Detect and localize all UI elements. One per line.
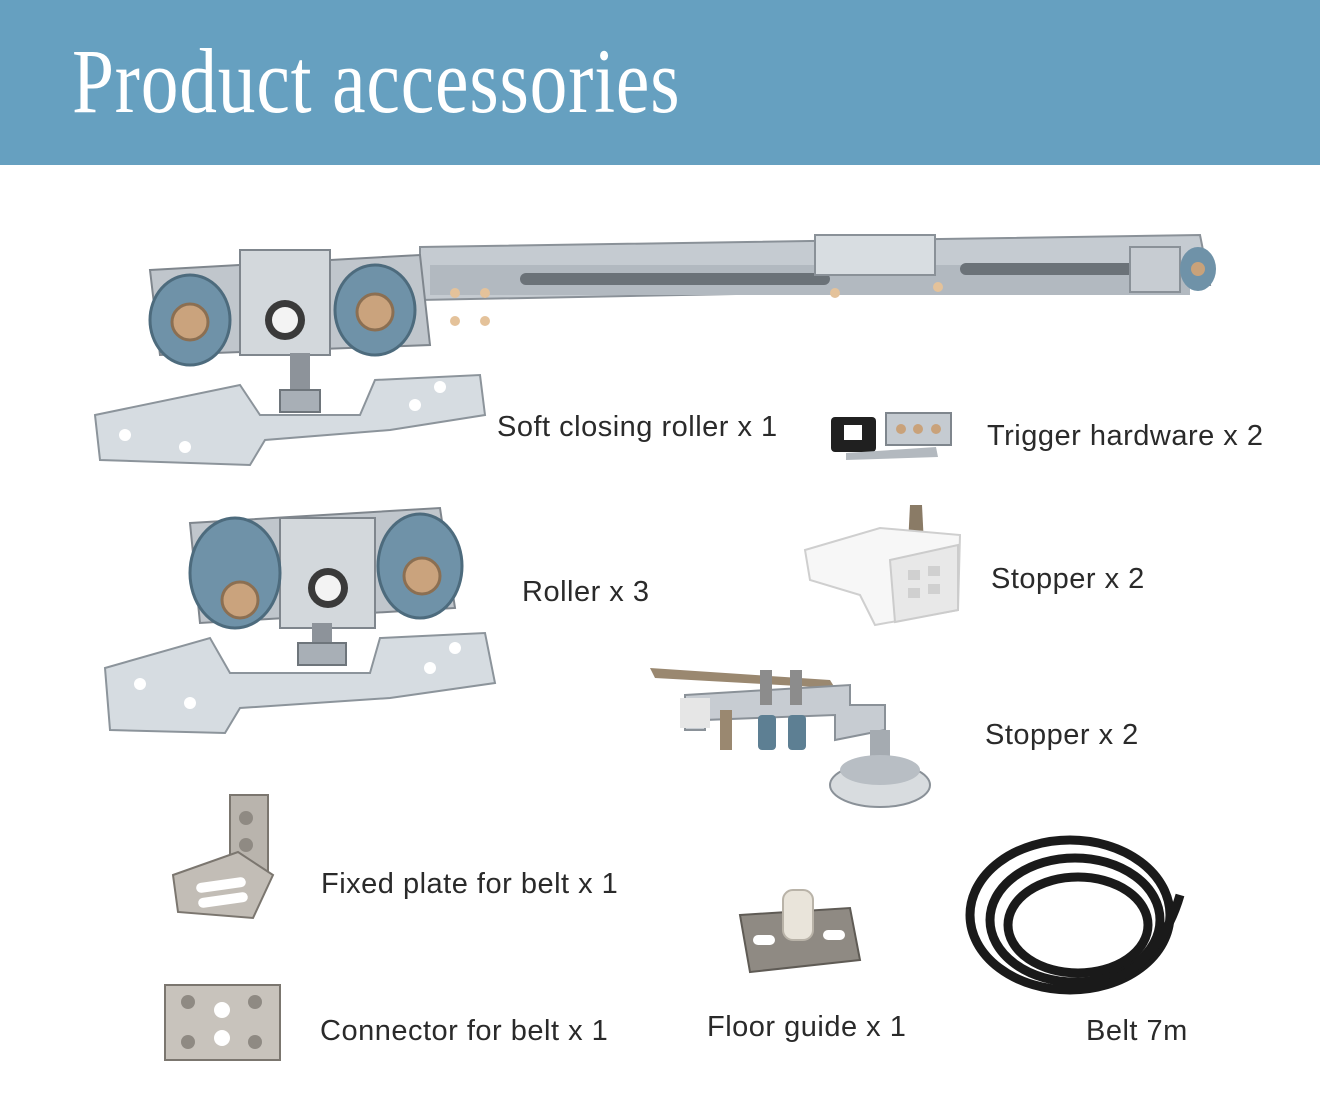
item-label-metal-stopper: Stopper x 2	[985, 719, 1139, 751]
trigger-hardware-icon	[826, 405, 956, 465]
metal-stopper-icon	[640, 660, 950, 820]
soft-closing-roller-icon	[90, 225, 1230, 470]
item-label-soft-closing-roller: Soft closing roller x 1	[497, 411, 778, 443]
fixed-plate-icon	[168, 790, 283, 920]
floor-guide-icon	[735, 880, 865, 980]
item-label-floor-guide: Floor guide x 1	[707, 1011, 907, 1043]
item-label-roller: Roller x 3	[522, 576, 650, 608]
roller-icon	[100, 488, 500, 738]
item-label-fixed-plate: Fixed plate for belt x 1	[321, 868, 619, 900]
connector-icon	[160, 980, 285, 1065]
page-title: Product accessories	[72, 30, 681, 132]
item-label-belt: Belt 7m	[1086, 1015, 1188, 1047]
item-label-trigger-hardware: Trigger hardware x 2	[987, 420, 1264, 452]
header-banner: Product accessories	[0, 0, 1320, 165]
item-label-connector: Connector for belt x 1	[320, 1015, 609, 1047]
belt-icon	[960, 820, 1185, 1010]
white-stopper-icon	[800, 500, 970, 630]
item-label-white-stopper: Stopper x 2	[991, 563, 1145, 595]
